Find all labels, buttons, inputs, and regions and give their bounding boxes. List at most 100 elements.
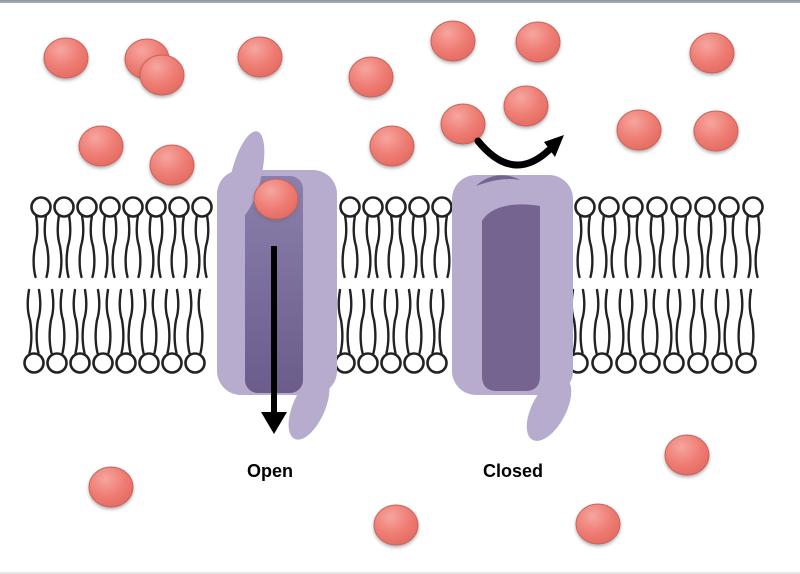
lipid-tail — [148, 213, 155, 279]
lipid-head — [122, 196, 144, 218]
lipid-head — [380, 352, 402, 374]
red-molecule-entering-channel — [253, 178, 299, 220]
lipid-head — [574, 196, 596, 218]
lipid-tail — [706, 213, 713, 279]
lipid-head — [362, 196, 384, 218]
lipid-tail — [94, 288, 101, 355]
lipid-tail — [754, 213, 761, 279]
red-molecule — [616, 109, 662, 151]
lipid-tail — [675, 288, 682, 355]
lipid-tail — [48, 288, 55, 355]
red-molecule — [139, 54, 185, 96]
lipid-head — [622, 196, 644, 218]
lipid-tail — [81, 288, 88, 355]
lipid-tail — [56, 213, 63, 279]
red-molecule — [369, 125, 415, 167]
lipid-head — [357, 352, 379, 374]
lipid-tail — [593, 288, 600, 355]
lipid-tail — [652, 288, 659, 355]
lipid-head — [735, 352, 757, 374]
lipid-tail — [416, 288, 423, 355]
lipid-tail — [118, 288, 125, 355]
lipid-tail — [635, 213, 642, 279]
lipid-tail — [151, 288, 158, 355]
red-molecule — [689, 32, 735, 74]
lipid-tail — [576, 213, 583, 279]
lipid-head — [145, 196, 167, 218]
open-channel — [217, 131, 337, 440]
lipid-tail — [346, 288, 353, 355]
red-molecule — [430, 20, 476, 62]
red-molecule — [440, 103, 486, 145]
lipid-tail — [197, 288, 204, 355]
lipid-head — [53, 196, 75, 218]
lipid-tail — [365, 213, 372, 279]
lipid-head — [23, 352, 45, 374]
lipid-tail — [78, 213, 85, 279]
lipid-head — [334, 352, 356, 374]
lipid-head — [687, 352, 709, 374]
window-top-edge — [0, 0, 800, 3]
lipid-tail — [370, 288, 377, 355]
lipid-tail — [641, 288, 648, 355]
closed-channel-pore — [482, 204, 540, 391]
lipid-head — [184, 352, 206, 374]
lipid-tail — [173, 288, 180, 355]
lipid-tail — [374, 213, 381, 279]
lipid-tail — [672, 213, 679, 279]
lipid-tail — [700, 288, 707, 355]
lipid-tail — [398, 213, 405, 279]
lipid-tail — [714, 288, 721, 355]
lipid-head — [426, 352, 448, 374]
lipid-head — [598, 196, 620, 218]
lipid-tail — [35, 288, 42, 355]
lipid-tail — [438, 288, 445, 355]
lipid-tail — [610, 213, 617, 279]
closed-channel-gate-flap-bottom — [526, 377, 572, 441]
lipid-head — [591, 352, 613, 374]
lipid-tail — [731, 213, 738, 279]
lipid-tail — [124, 213, 131, 279]
bounce-arrow-shaft — [474, 137, 553, 169]
closed-channel-label: Closed — [482, 461, 544, 481]
red-molecule — [78, 125, 124, 167]
red-molecule — [693, 110, 739, 152]
lipid-tail — [105, 288, 112, 355]
lipid-tail — [658, 213, 665, 279]
lipid-tail — [624, 213, 631, 279]
red-molecule — [575, 503, 621, 545]
lipid-tail — [65, 213, 72, 279]
lipid-tail — [383, 288, 390, 355]
lipid-head — [742, 196, 764, 218]
lipid-tail — [194, 213, 201, 279]
lipid-tail — [164, 288, 171, 355]
lipid-tail — [689, 288, 696, 355]
membrane-section-left — [23, 196, 213, 374]
red-molecule — [43, 37, 89, 79]
lipid-tail — [720, 213, 727, 279]
lipid-tail — [32, 213, 39, 279]
lipid-head — [663, 352, 685, 374]
lipid-head — [168, 196, 190, 218]
lipid-head — [408, 196, 430, 218]
red-molecule — [237, 36, 283, 78]
lipid-tail — [337, 288, 344, 355]
red-molecule — [503, 85, 549, 127]
lipid-tail — [649, 213, 656, 279]
lipid-head — [76, 196, 98, 218]
lipid-tail — [737, 288, 744, 355]
lipid-tail — [745, 213, 752, 279]
lipid-tail — [405, 288, 412, 355]
bounce-arrow-head — [544, 135, 564, 157]
red-molecule — [515, 21, 561, 63]
lipid-head — [46, 352, 68, 374]
lipid-head — [646, 196, 668, 218]
red-molecule — [149, 144, 195, 186]
lipid-head — [385, 196, 407, 218]
lipid-tail — [186, 288, 193, 355]
lipid-tail — [352, 213, 359, 279]
lipid-head — [711, 352, 733, 374]
lipid-tail — [140, 288, 147, 355]
lipid-tail — [72, 288, 79, 355]
